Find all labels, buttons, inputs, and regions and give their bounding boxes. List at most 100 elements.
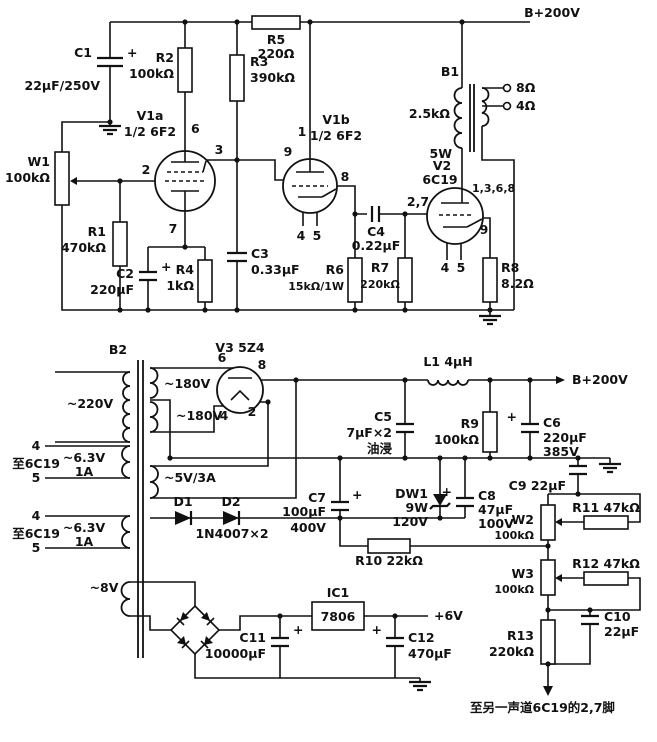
dw1-ref: DW1 — [395, 486, 428, 501]
v3-ref: V3 5Z4 — [215, 340, 264, 355]
b2-ht1-label: ~180V — [164, 376, 211, 391]
r10-label: R10 22kΩ — [355, 553, 423, 568]
resistor-r2-body — [177, 47, 193, 93]
ic1-body — [311, 601, 365, 631]
c11-ref: C11 — [239, 630, 266, 645]
labels: B+200V C1 + 22μF/250V R2 100kΩ R5 220Ω R… — [5, 5, 640, 715]
c3-value: 0.33μF — [251, 262, 300, 277]
c2-value: 220μF — [90, 282, 134, 297]
v1a-pin-cathode: 7 — [169, 221, 178, 236]
bridge-rectifier-symbol — [169, 604, 221, 656]
bplus-psu-label: B+200V — [572, 372, 628, 387]
r5-value: 220Ω — [258, 46, 295, 61]
b1-primary-winding — [453, 87, 463, 149]
w1-wiper-arrow-icon — [70, 177, 77, 185]
c3-ref: C3 — [251, 246, 269, 261]
transformer-b1-symbol — [453, 83, 512, 152]
v1b-pin-cathode: 8 — [341, 169, 350, 184]
inductor-l1-symbol — [427, 379, 469, 386]
c6-ref: C6 — [543, 415, 561, 430]
b2-ht-winding-1 — [149, 367, 159, 399]
heater2-pin-b: 5 — [32, 540, 41, 555]
pot-w1-body — [54, 151, 70, 206]
c8-polarity: + — [442, 484, 452, 499]
dw1-voltage: 120V — [392, 514, 428, 529]
v3-pin-a1: 6 — [218, 350, 227, 365]
c11-polarity: + — [293, 622, 303, 637]
capacitor-c2-plates — [139, 270, 157, 282]
diode-d2-symbol — [223, 511, 241, 525]
v1b-pin-grid: 9 — [284, 144, 293, 159]
heater2-current: 1A — [75, 534, 94, 549]
c1-value: 22μF/250V — [25, 78, 101, 93]
v1a-pin-screen: 3 — [215, 142, 224, 157]
c12-polarity: + — [372, 622, 382, 637]
c11-value: 10000μF — [205, 646, 266, 661]
ground-icon — [99, 124, 121, 136]
zener-dw1-symbol — [429, 494, 451, 510]
b2-core-icon — [137, 360, 144, 658]
v1a-pin-grid: 2 — [142, 162, 151, 177]
capacitor-c10-plates — [581, 614, 599, 626]
v1b-ref: V1b — [322, 112, 349, 127]
psu-section-wires — [45, 367, 611, 682]
pot-w3-body — [540, 559, 556, 596]
r13-ref: R13 — [507, 628, 534, 643]
d2-ref: D2 — [221, 494, 240, 509]
resistor-r12-body — [583, 571, 629, 586]
c1-polarity: + — [127, 45, 137, 60]
c12-value: 470μF — [408, 646, 452, 661]
ground-icon — [599, 462, 621, 474]
b1-ref: B1 — [441, 64, 459, 79]
junction-dots — [107, 19, 593, 667]
bplus-amp-label: B+200V — [524, 5, 580, 20]
b2-8v-label: ~8V — [90, 580, 119, 595]
b2-ref: B2 — [109, 342, 127, 357]
r5-ref: R5 — [267, 32, 285, 47]
b2-ht2-label: ~180V — [176, 408, 223, 423]
capacitor-c1-plates — [97, 56, 123, 68]
capacitor-c12-plates — [386, 636, 404, 648]
r2-value: 100kΩ — [129, 66, 174, 81]
heater2-dest: 至6C19 — [12, 526, 60, 541]
c4-ref: C4 — [367, 224, 385, 239]
r7-value: 220kΩ — [360, 278, 400, 291]
c2-ref: C2 — [116, 266, 134, 281]
v2-pin-cathode: 9 — [480, 222, 489, 237]
speaker-terminal-8ohm — [502, 83, 512, 93]
tube-v1b-symbol — [282, 158, 338, 214]
r6-value: 15kΩ/1W — [288, 280, 344, 293]
bplus-arrow-icon — [556, 376, 565, 384]
b1-impedance: 2.5kΩ — [409, 106, 450, 121]
ic1-part: 7806 — [321, 609, 356, 624]
resistor-r1-body — [112, 221, 128, 267]
v1a-ref: V1a — [137, 108, 164, 123]
b2-ht-winding-2 — [149, 401, 159, 433]
v3-pin-k1: 8 — [258, 357, 267, 372]
pot-w2-body — [540, 504, 556, 541]
ground-icon — [479, 314, 501, 326]
c7-voltage: 400V — [290, 520, 326, 535]
r3-ref: R3 — [250, 54, 268, 69]
resistor-r4-body — [197, 259, 213, 303]
heater1-dest: 至6C19 — [12, 456, 60, 471]
b1-secondary-winding — [481, 87, 490, 127]
capacitor-c3-plates — [227, 251, 247, 263]
w2-wiper-arrow-icon — [555, 518, 562, 526]
capacitor-c11-plates — [271, 636, 289, 648]
c8-value: 47μF — [478, 502, 513, 517]
b1-tap4-label: 4Ω — [516, 98, 536, 113]
v2-pin-h1: 4 — [441, 260, 450, 275]
resistor-r9-body — [482, 411, 498, 453]
heater1-pin-b: 5 — [32, 470, 41, 485]
b1-core-icon — [469, 84, 475, 152]
c10-ref: C10 — [604, 609, 631, 624]
bias-out-arrow-icon — [543, 686, 553, 696]
r9-value: 100kΩ — [434, 432, 479, 447]
tube-v2-symbol — [426, 187, 484, 245]
speaker-terminal-4ohm — [502, 101, 512, 111]
c5-ref: C5 — [374, 409, 392, 424]
transformer-b2-symbol — [120, 360, 159, 658]
